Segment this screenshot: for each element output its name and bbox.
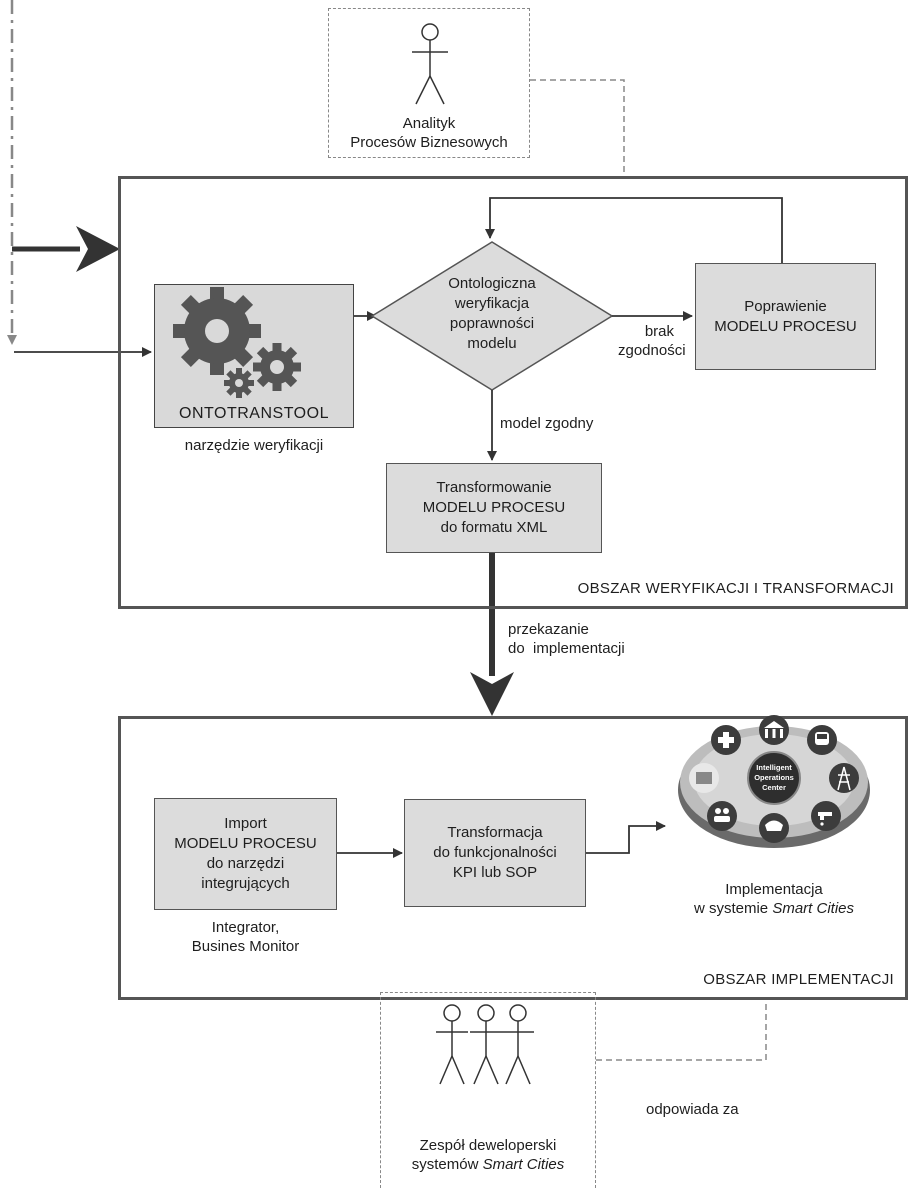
handover-label: przekazanie do implementacji	[508, 620, 625, 658]
analyst-label-line1: Analityk	[402, 115, 456, 132]
ioc-icon-people	[707, 801, 737, 831]
import-line2: MODELU PROCESU	[174, 835, 317, 852]
transform-to-ioc-arrow	[586, 821, 666, 854]
ioc-center-line3: Center	[762, 783, 786, 792]
fix-line2: MODELU PROCESU	[714, 317, 857, 335]
implementation-area-title: OBSZAR IMPLEMENTACJI	[703, 971, 894, 988]
analyst-label: Analityk Procesów Biznesowych	[328, 114, 530, 152]
gears-icon	[173, 287, 301, 398]
decision-line-3: poprawności	[449, 315, 535, 332]
functionality-line1: Transformacja	[447, 824, 543, 841]
dev-team-actor-box	[380, 992, 596, 1188]
ioc-center-line1: Intelligent	[756, 763, 792, 772]
transform-xml-line2: MODELU PROCESU	[422, 499, 566, 516]
ioc-icon-building	[759, 715, 789, 745]
dev-team-prefix: systemów	[411, 1156, 483, 1173]
decision-line-1: Ontologiczna	[448, 275, 536, 292]
functionality-line3: KPI lub SOP	[452, 864, 538, 881]
ioc-graphic: Intelligent Operations Center	[678, 715, 870, 848]
impl-caption-prefix: w systemie	[693, 900, 773, 917]
verification-area-title: OBSZAR WERYFIKACJI I TRANSFORMACJI	[577, 580, 894, 597]
devteam-dashed-connector	[596, 1000, 767, 1061]
dev-team-em: Smart Cities	[482, 1156, 565, 1173]
handover-line2: do implementacji	[508, 640, 625, 657]
implementation-caption: Implementacja w systemie Smart Cities	[654, 880, 894, 918]
fix-loop-back-arrow	[485, 197, 783, 263]
analyst-actor-icon	[412, 23, 448, 105]
impl-caption-line1: Implementacja	[725, 881, 823, 898]
import-line4: integrujących	[201, 875, 290, 892]
ontotranstool-name: ONTOTRANSTOOL	[179, 405, 329, 422]
implementation-area	[118, 716, 908, 1000]
transform-xml-box: Transformowanie MODELU PROCESU do format…	[386, 463, 602, 553]
dev-team-line1: Zespół deweloperski	[419, 1137, 557, 1154]
mismatch-line2: zgodności	[618, 342, 686, 359]
import-box: Import MODELU PROCESU do narzędzi integr…	[154, 798, 337, 910]
ontotranstool-box: ONTOTRANSTOOL	[154, 284, 354, 428]
verification-area	[118, 176, 908, 609]
ioc-icon-power-tower	[829, 763, 859, 793]
functionality-line2: do funkcjonalności	[433, 844, 557, 861]
fix-model-box: Poprawienie MODELU PROCESU	[695, 263, 876, 370]
transform-xml-line3: do formatu XML	[440, 519, 548, 536]
decision-line-4: modelu	[467, 335, 517, 352]
ioc-icon-train	[807, 725, 837, 755]
main-input-arrowhead	[76, 226, 120, 272]
match-label: model zgodny	[500, 415, 594, 432]
mismatch-label: brak zgodności	[618, 322, 686, 360]
impl-caption-line2: w systemie Smart Cities	[654, 899, 894, 918]
ioc-icon-police	[759, 813, 789, 843]
import-line1: Import	[224, 815, 267, 832]
import-caption-line2: Busines Monitor	[191, 938, 300, 955]
impl-caption-em: Smart Cities	[772, 900, 855, 917]
import-caption-line1: Integrator,	[211, 919, 280, 936]
ioc-icon-book	[689, 763, 719, 793]
ioc-icon-water	[811, 801, 841, 831]
analyst-dashed-connector	[530, 79, 625, 176]
import-caption: Integrator, Busines Monitor	[154, 918, 337, 956]
handover-line1: przekazanie	[508, 621, 589, 638]
dev-team-label: Zespół deweloperski systemów Smart Citie…	[380, 1136, 596, 1174]
fix-line1: Poprawienie	[744, 297, 827, 315]
import-line3: do narzędzi	[206, 855, 285, 872]
analyst-actor-box	[328, 8, 530, 158]
responsible-label: odpowiada za	[646, 1101, 739, 1118]
dev-team-line2: systemów Smart Cities	[380, 1155, 596, 1174]
decision-text: Ontologiczna weryfikacja poprawności mod…	[372, 274, 612, 354]
ioc-center-line2: Operations	[754, 773, 794, 782]
handover-arrowhead	[470, 672, 514, 716]
transform-xml-line1: Transformowanie	[436, 479, 552, 496]
mismatch-line1: brak	[644, 323, 674, 340]
analyst-label-line2: Procesów Biznesowych	[350, 134, 508, 151]
tool-caption: narzędzie weryfikacji	[184, 437, 324, 454]
ioc-icon-hospital	[711, 725, 741, 755]
functionality-transform-box: Transformacja do funkcjonalności KPI lub…	[404, 799, 586, 907]
decision-line-2: weryfikacja	[454, 295, 530, 312]
dev-team-actor-icon	[436, 1004, 534, 1085]
